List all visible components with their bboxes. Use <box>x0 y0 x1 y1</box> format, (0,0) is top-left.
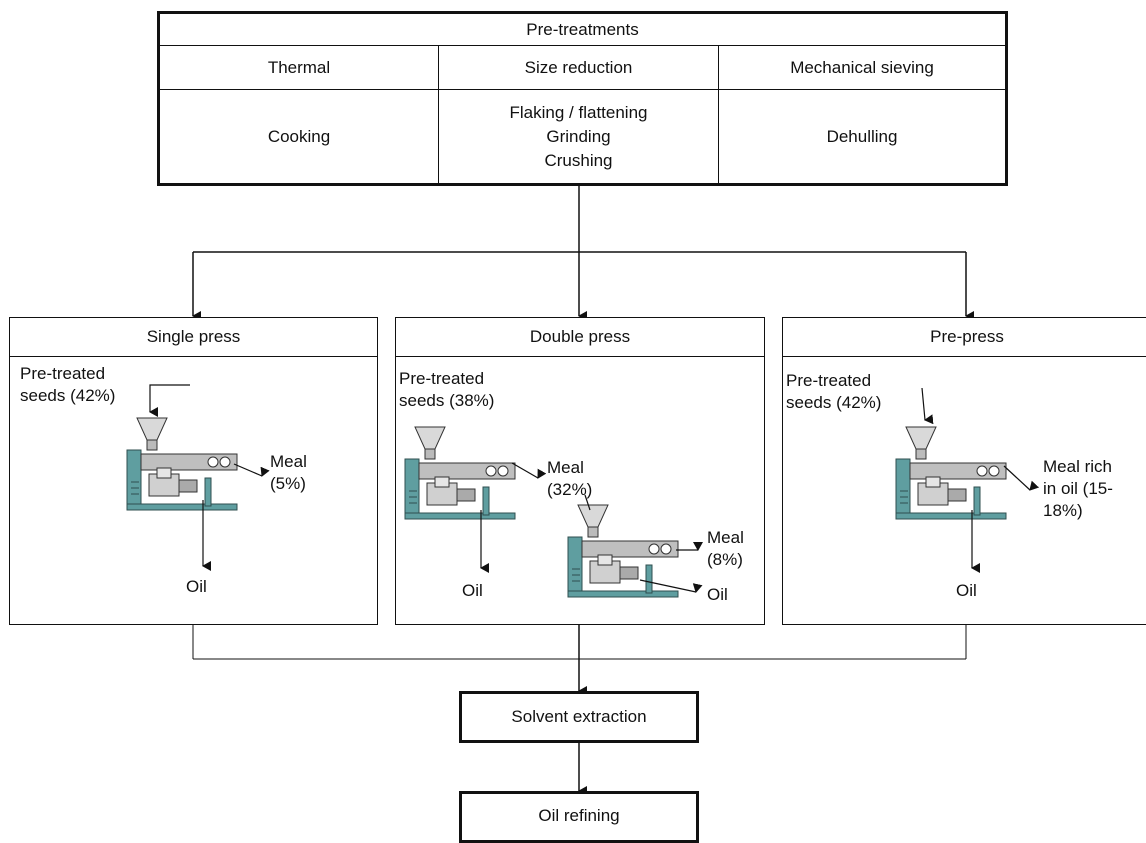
double-press-input-line2: seeds (38%) <box>399 391 495 410</box>
double-press-oil-label: Oil <box>462 581 483 600</box>
double-press-oil2-label: Oil <box>707 585 728 604</box>
pretreatment-item-flaking: Flaking / flattening <box>509 102 648 122</box>
pretreatment-cell-size-reduction: Flaking / flattening Grinding Crushing <box>438 89 719 185</box>
pre-press-meal-label: Meal rich in oil (15- 18%) <box>1043 456 1113 522</box>
double-press-meal-label: Meal (32%) <box>547 457 592 501</box>
pretreatment-cell-mechanical-sieving: Dehulling <box>717 89 1008 185</box>
double-press-meal2-label: Meal (8%) <box>707 527 744 571</box>
single-press-input-line2: seeds (42%) <box>20 386 116 405</box>
pretreatment-item-grinding: Grinding <box>546 126 611 146</box>
pre-press-meal-line3: 18%) <box>1043 501 1083 520</box>
single-press-meal-label: Meal (5%) <box>270 451 307 495</box>
single-press-oil-label: Oil <box>186 577 207 596</box>
pretreatment-cell-thermal: Cooking <box>158 89 439 185</box>
single-press-box: Single press <box>9 317 378 625</box>
solvent-extraction-label: Solvent extraction <box>511 707 647 726</box>
double-press-meal-line2: (32%) <box>547 480 593 499</box>
pre-press-meal-line1: Meal rich <box>1043 457 1112 476</box>
double-press-meal2-line1: Meal <box>707 528 744 547</box>
single-press-title: Single press <box>10 318 377 357</box>
pretreatment-item-dehulling: Dehulling <box>826 126 898 146</box>
single-press-input-label: Pre-treated seeds (42%) <box>20 363 115 407</box>
double-press-meal-line1: Meal <box>547 458 584 477</box>
double-press-meal2-line2: (8%) <box>707 550 743 569</box>
single-press-input-line1: Pre-treated <box>20 364 106 383</box>
pretreatments-table: Pre-treatments Thermal Size reduction Me… <box>157 11 1009 186</box>
pretreatment-item-cooking: Cooking <box>267 126 331 146</box>
double-press-title: Double press <box>396 318 764 357</box>
pre-press-input-label: Pre-treated seeds (42%) <box>786 370 881 414</box>
pre-press-input-line1: Pre-treated <box>786 371 872 390</box>
solvent-extraction-box: Solvent extraction <box>459 691 699 743</box>
oil-refining-label: Oil refining <box>538 806 620 825</box>
pre-press-oil-label: Oil <box>956 581 977 600</box>
pretreatment-item-crushing: Crushing <box>544 150 613 170</box>
double-press-input-label: Pre-treated seeds (38%) <box>399 368 494 412</box>
pretreatment-header-mechanical-sieving: Mechanical sieving <box>717 45 1008 90</box>
pre-press-title: Pre-press <box>783 318 1146 357</box>
pretreatment-header-thermal: Thermal <box>158 45 439 90</box>
pre-press-input-line2: seeds (42%) <box>786 393 882 412</box>
single-press-meal-line2: (5%) <box>270 474 306 493</box>
double-press-input-line1: Pre-treated <box>399 369 485 388</box>
pre-press-meal-line2: in oil (15- <box>1043 479 1113 498</box>
oil-refining-box: Oil refining <box>459 791 699 843</box>
single-press-meal-line1: Meal <box>270 452 307 471</box>
